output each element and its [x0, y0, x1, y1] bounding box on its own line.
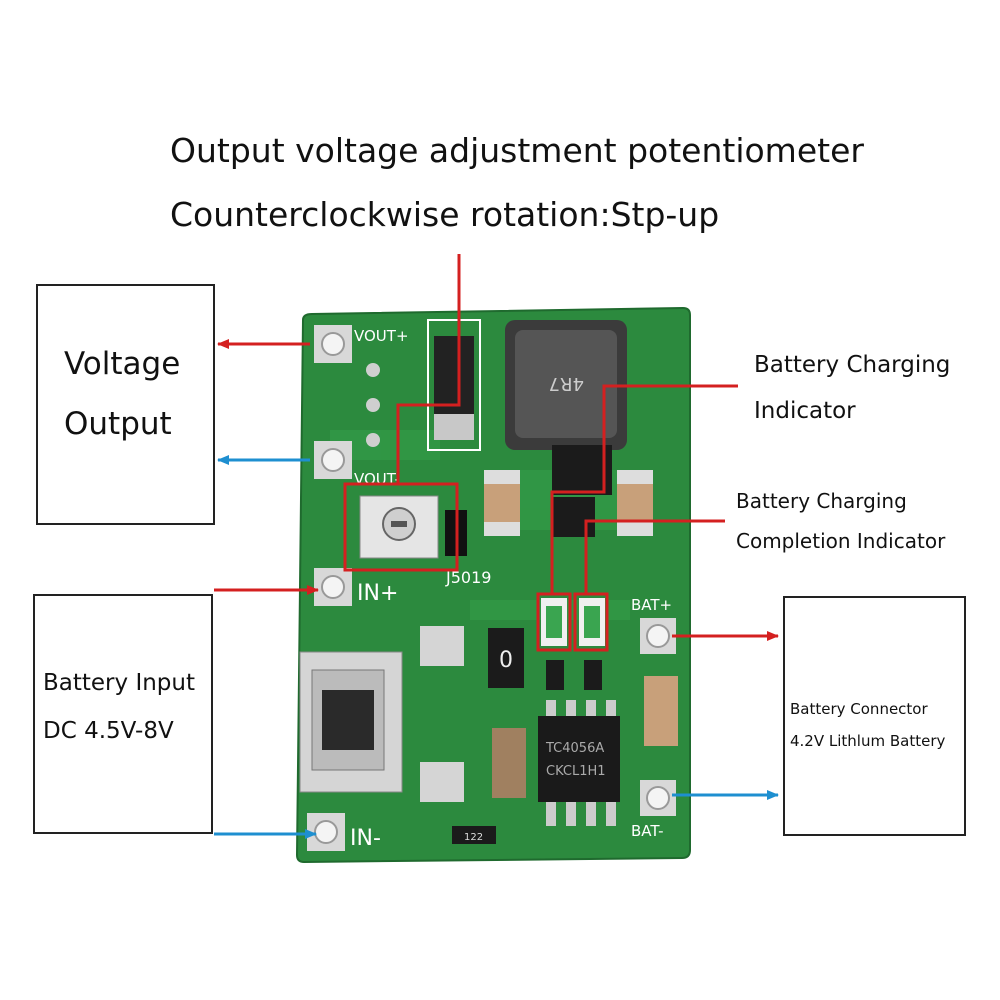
small-ic — [553, 497, 595, 537]
in-plus-silk: IN+ — [357, 581, 398, 606]
in-plus-pad — [322, 576, 344, 598]
bat-plus-silk: BAT+ — [631, 596, 672, 614]
in-minus-pad — [315, 821, 337, 843]
chip-label-line2: CKCL1H1 — [546, 764, 606, 779]
inductor-code: 4R7 — [549, 373, 584, 394]
bat-minus-pad — [647, 787, 669, 809]
bat-plus-pad — [647, 625, 669, 647]
svg-text:0: 0 — [499, 648, 513, 673]
resistor-code: 122 — [464, 832, 483, 843]
diode — [428, 320, 480, 450]
in-minus-silk: IN- — [350, 826, 381, 851]
vout-minus-pad — [322, 449, 344, 471]
vout-plus-pad — [322, 333, 344, 355]
vout-plus-silk: VOUT+ — [354, 327, 409, 345]
chip-label-line1: TC4056A — [545, 741, 604, 756]
bat-minus-silk: BAT- — [631, 822, 664, 840]
